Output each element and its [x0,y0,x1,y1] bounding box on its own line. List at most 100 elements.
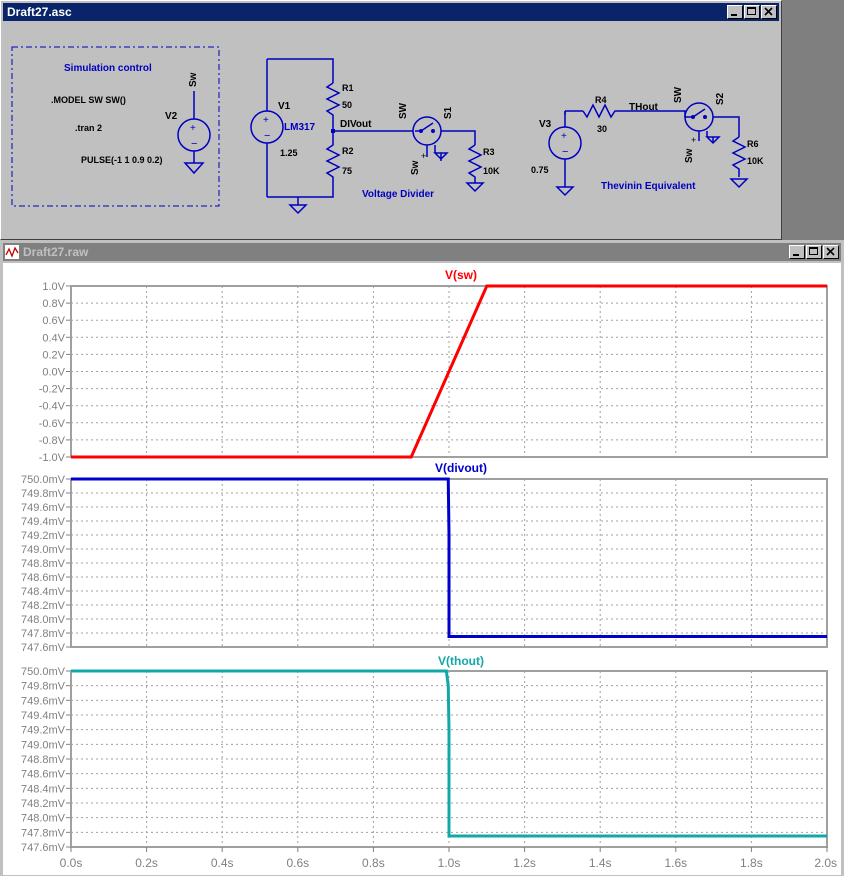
trace-vsw [71,284,827,459]
plot-titlebar[interactable]: Draft27.raw [3,243,841,261]
minimize-button[interactable] [727,5,743,19]
y-tick-label: 747.8mV [21,827,66,839]
trace-vthout [71,669,827,838]
x-tick-label: 1.0s [438,856,461,870]
y-tick-label: -0.2V [39,384,66,396]
svg-text:−: − [562,146,568,158]
svg-text:−: − [191,138,197,150]
r2-value: 75 [342,166,352,176]
r4-resistor-symbol [582,103,671,119]
s1-ctrl-label: Sw [410,160,421,175]
y-tick-label: 749.0mV [21,544,66,556]
minimize-button[interactable] [789,245,805,259]
y-tick-label: 0.4V [42,332,65,344]
waveform-icon [5,245,19,259]
v3-value: 0.75 [531,165,549,175]
x-tick-label: 0.6s [286,856,309,870]
y-tick-label: 0.0V [42,367,65,379]
waveform-plot-area[interactable]: 1.0V0.8V0.6V0.4V0.2V0.0V-0.2V-0.4V-0.6V-… [3,263,841,875]
v3-label: V3 [539,119,552,130]
y-tick-label: 749.8mV [21,488,66,500]
v1-value: 1.25 [280,148,298,158]
divout-net-label: DIVout [340,119,372,130]
x-tick-label: 1.8s [740,856,763,870]
r6-resistor-symbol [731,136,747,177]
trace-title: V(divout) [435,461,487,475]
close-button[interactable] [761,5,777,19]
y-tick-label: 747.6mV [21,642,66,654]
r3-label: R3 [483,147,495,157]
r3-value: 10K [483,166,500,176]
y-tick-label: 0.2V [42,349,65,361]
y-tick-label: 748.4mV [21,586,66,598]
ground-icon [183,162,205,175]
close-button[interactable] [823,245,839,259]
r4-value: 30 [597,124,607,134]
ground-icon [705,136,721,145]
v1-name-label: LM317 [284,122,316,133]
y-tick-label: 749.6mV [21,695,66,707]
svg-text:+: + [263,115,269,126]
directive-model: .MODEL SW SW() [51,95,126,105]
trace-title: V(sw) [445,268,477,282]
y-tick-label: 749.6mV [21,502,66,514]
ground-icon [433,152,449,161]
v2-label: V2 [165,111,178,122]
x-tick-label: 2.0s [814,856,837,870]
y-tick-label: 747.6mV [21,842,66,854]
y-tick-label: -0.8V [39,435,66,447]
y-tick-label: -0.6V [39,418,66,430]
y-tick-label: 749.2mV [21,725,66,737]
r4-label: R4 [595,95,607,105]
y-tick-label: 748.2mV [21,600,66,612]
y-tick-label: 750.0mV [21,666,66,678]
r1-label: R1 [342,83,354,93]
v2-net-label: Sw [188,72,199,87]
y-tick-label: 748.0mV [21,614,66,626]
y-tick-label: 748.6mV [21,769,66,781]
s1-top-label: SW [398,102,409,119]
s1-label: S1 [443,106,454,119]
directive-tran: .tran 2 [75,123,102,133]
maximize-button[interactable] [806,245,822,259]
schematic-window: Draft27.asc Simulation control .MODEL SW… [0,0,782,240]
x-tick-label: 1.6s [664,856,687,870]
y-tick-label: 749.4mV [21,710,66,722]
y-tick-label: 748.0mV [21,813,66,825]
trace-vdivout [71,477,827,638]
y-tick-label: -1.0V [39,452,66,464]
y-tick-label: 749.2mV [21,530,66,542]
r1-value: 50 [342,100,352,110]
schematic-canvas[interactable]: Simulation control .MODEL SW SW() .tran … [6,25,778,237]
schematic-titlebar[interactable]: Draft27.asc [3,3,779,21]
y-tick-label: 750.0mV [21,474,66,486]
y-tick-label: 748.6mV [21,572,66,584]
pulse-spec: PULSE(-1 1 0.9 0.2) [81,155,163,165]
y-tick-label: 747.8mV [21,628,66,640]
r2-resistor-symbol [325,133,341,183]
thout-net-label: THout [629,102,659,113]
y-tick-label: 749.4mV [21,516,66,528]
x-tick-label: 1.4s [589,856,612,870]
simulation-control-block [11,46,220,207]
r2-label: R2 [342,146,354,156]
y-tick-label: 0.6V [42,315,65,327]
maximize-button[interactable] [744,5,760,19]
close-icon [826,247,835,256]
s2-ctrl-label: Sw [684,148,695,163]
s2-label: S2 [715,92,726,105]
y-tick-label: 1.0V [42,281,65,293]
x-tick-label: 1.2s [513,856,536,870]
x-tick-label: 0.8s [362,856,385,870]
voltage-divider-label: Voltage Divider [362,189,434,200]
y-tick-label: 748.4mV [21,783,66,795]
maximize-icon [809,247,818,255]
y-tick-label: -0.4V [39,401,66,413]
minimize-icon [731,14,737,16]
ground-icon [465,182,485,193]
s2-top-label: SW [673,86,684,103]
y-tick-label: 749.8mV [21,681,66,693]
x-tick-label: 0.4s [211,856,234,870]
y-tick-label: 749.0mV [21,739,66,751]
